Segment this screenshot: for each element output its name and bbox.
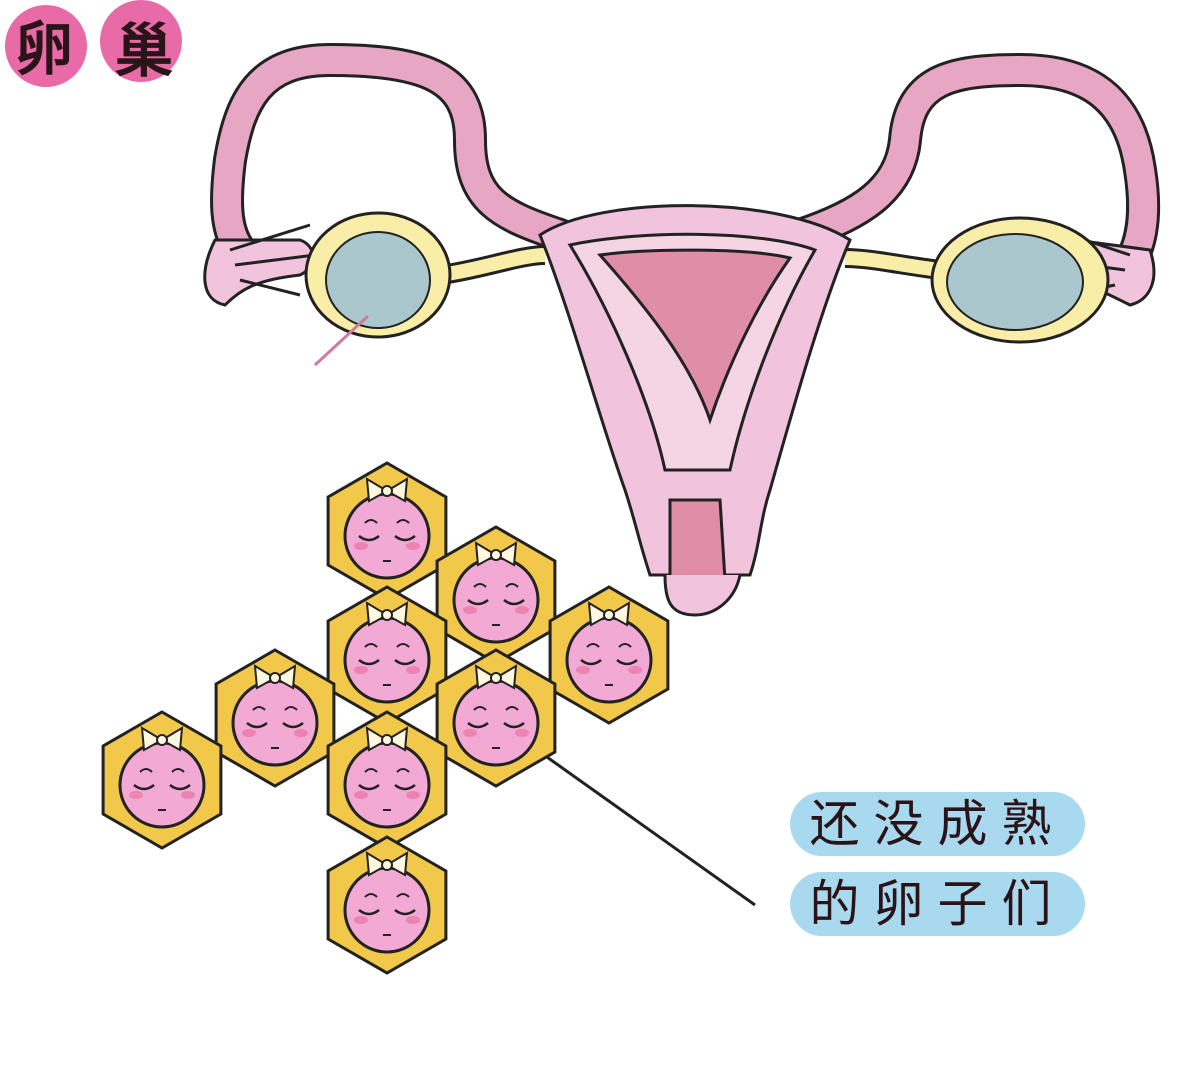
closed-eyes	[358, 534, 416, 542]
eyebrows	[586, 643, 632, 648]
egg-face	[452, 556, 540, 644]
ovary-label-circle	[100, 0, 182, 82]
ovary-label-circle	[5, 5, 87, 87]
bow-icon	[365, 851, 409, 877]
blush	[406, 666, 420, 674]
fallopian-tube-left	[210, 42, 577, 267]
blush	[294, 729, 308, 737]
eyebrows	[364, 768, 410, 773]
blush	[406, 916, 420, 924]
egg-cell	[326, 585, 448, 725]
egg-cell	[435, 525, 557, 665]
egg-cell	[435, 648, 557, 788]
egg-face	[343, 492, 431, 580]
closed-eyes	[246, 721, 304, 729]
egg-cell	[326, 710, 448, 850]
ovary-pointer-line	[313, 314, 370, 367]
blush	[181, 791, 195, 799]
bow-icon	[253, 664, 297, 690]
bow-icon	[140, 726, 184, 752]
blush	[628, 666, 642, 674]
closed-eyes	[358, 658, 416, 666]
egg-cell	[548, 585, 670, 725]
eggs-label-line1: 还没成熟	[790, 792, 1085, 856]
uterus	[538, 204, 852, 617]
eggs-pointer-line	[529, 743, 756, 907]
eggs-label-line2: 的卵子们	[790, 872, 1085, 936]
blush	[129, 791, 143, 799]
egg-face	[118, 741, 206, 829]
closed-eyes	[133, 783, 191, 791]
blush	[406, 791, 420, 799]
bow-icon	[365, 601, 409, 627]
egg-face	[452, 679, 540, 767]
blush	[354, 916, 368, 924]
egg-cell	[326, 835, 448, 975]
blush	[515, 606, 529, 614]
blush	[576, 666, 590, 674]
blush	[406, 542, 420, 550]
egg-cell	[214, 648, 336, 788]
blush	[515, 729, 529, 737]
egg-face	[565, 616, 653, 704]
egg-face	[231, 679, 319, 767]
blush	[463, 729, 477, 737]
eyebrows	[473, 706, 519, 711]
eyebrows	[473, 583, 519, 588]
egg-face	[343, 741, 431, 829]
eyebrows	[252, 706, 298, 711]
ovary-right	[930, 216, 1110, 344]
blush	[354, 666, 368, 674]
eyebrows	[364, 643, 410, 648]
closed-eyes	[358, 783, 416, 791]
ovary-label-char: 卵	[15, 15, 74, 83]
ovary-left	[304, 211, 452, 339]
blush	[354, 791, 368, 799]
egg-cell	[326, 461, 448, 601]
closed-eyes	[358, 908, 416, 916]
bow-icon	[474, 541, 518, 567]
closed-eyes	[580, 658, 638, 666]
blush	[354, 542, 368, 550]
egg-cluster	[101, 461, 670, 975]
blush	[242, 729, 256, 737]
egg-face	[343, 616, 431, 704]
bow-icon	[587, 601, 631, 627]
closed-eyes	[467, 598, 525, 606]
egg-face	[343, 866, 431, 954]
blush	[463, 606, 477, 614]
egg-cell	[101, 710, 223, 850]
fallopian-tube-right	[783, 52, 1161, 287]
bow-icon	[474, 664, 518, 690]
bow-icon	[365, 726, 409, 752]
closed-eyes	[467, 721, 525, 729]
eyebrows	[139, 768, 185, 773]
bow-icon	[365, 477, 409, 503]
ovary-label-char: 巢	[115, 17, 174, 85]
eyebrows	[364, 893, 410, 898]
eyebrows	[364, 519, 410, 524]
ovary-label: 卵 巢	[0, 0, 200, 95]
